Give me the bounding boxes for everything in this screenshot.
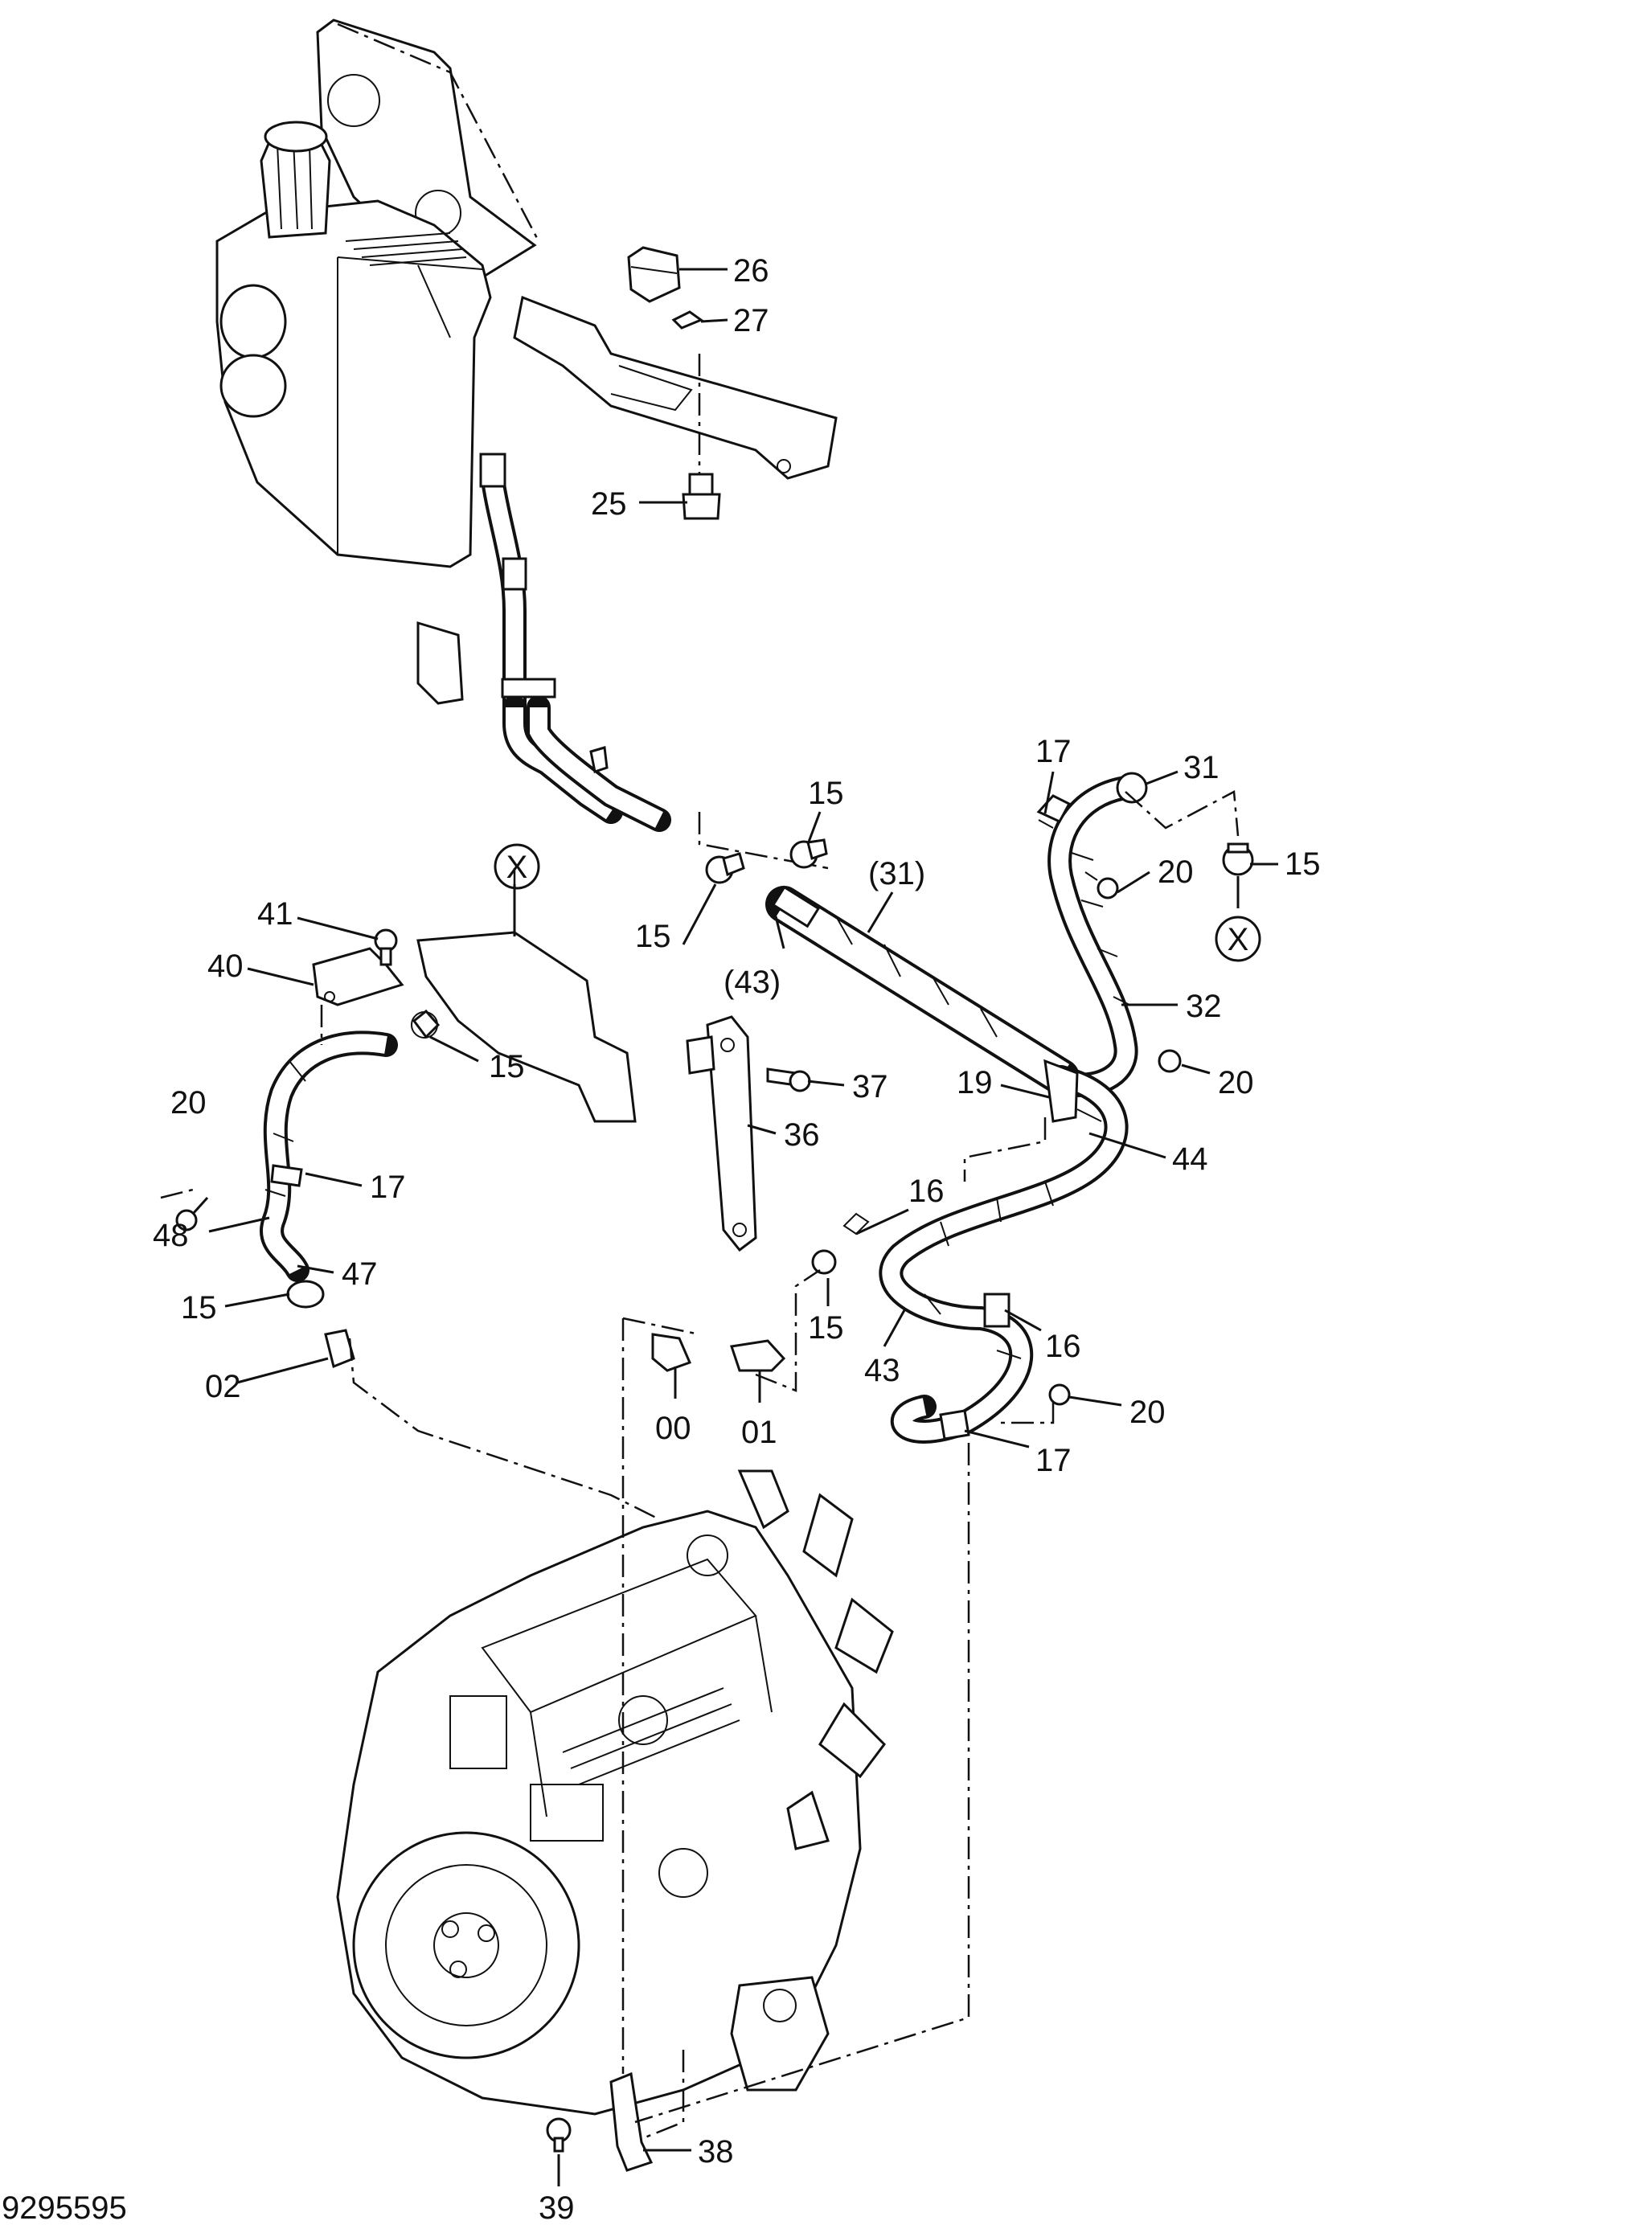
hose-clamp-15-upper-right [789, 838, 828, 869]
clamp-part-15-center [811, 1249, 837, 1275]
heater-bracket-plate [416, 868, 637, 1123]
callout-37: 37 [852, 1069, 888, 1104]
callout-15-upper: 15 [808, 776, 844, 811]
callout-36: 36 [784, 1117, 820, 1153]
hose-left-17-48 [260, 1031, 398, 1282]
callout-17-top: 17 [1035, 734, 1072, 769]
clamp-part-15-lower-left [286, 1280, 325, 1309]
callout-26: 26 [733, 253, 769, 289]
callout-31: 31 [1183, 750, 1220, 785]
overflow-pipes [416, 621, 829, 870]
reference-mark-x-top: X [494, 843, 540, 890]
callout-20-mid: 20 [1218, 1065, 1254, 1100]
bolt-part-39 [546, 2117, 572, 2153]
coolant-tank-assembly [215, 18, 540, 719]
callout-25: 25 [591, 486, 627, 522]
callout-15-right: 15 [1285, 846, 1321, 882]
clip-part-27 [671, 310, 704, 330]
callout-38: 38 [698, 2134, 734, 2170]
svg-text:X: X [506, 850, 528, 885]
callout-19: 19 [957, 1065, 993, 1100]
hose-clamp-15-upper-left [705, 852, 745, 884]
hose-part-32 [1047, 772, 1148, 1097]
leader-lines [191, 268, 1278, 2186]
fitting-part-02 [324, 1329, 355, 1369]
callout-40: 40 [207, 949, 244, 984]
callout-32: 32 [1186, 989, 1222, 1024]
callout-16-top: 16 [908, 1174, 945, 1209]
fitting-part-01 [730, 1339, 786, 1372]
callout-15-mid: 15 [635, 919, 671, 954]
callout-20-top: 20 [1158, 854, 1194, 890]
callout-17-left: 17 [370, 1170, 406, 1205]
bolt-part-20-top [1084, 871, 1119, 899]
callout-15-center: 15 [808, 1310, 844, 1346]
assembly-dash-lines [160, 790, 1240, 2140]
reference-mark-x-right: X [1215, 916, 1261, 962]
bolt-part-41 [374, 928, 398, 966]
hose-assembly-31-43 [765, 885, 1080, 1096]
fitting-part-00 [651, 1333, 692, 1372]
hose-part-44-43 [842, 1059, 1129, 1444]
switch-bracket [513, 295, 838, 482]
switch-part-26 [627, 246, 681, 303]
bolt-part-20-mid [1158, 1049, 1182, 1073]
bolt-part-37 [766, 1067, 811, 1092]
callout-20-left: 20 [170, 1085, 207, 1121]
callout-39: 39 [539, 2190, 575, 2226]
callout-01: 01 [741, 1415, 777, 1450]
bracket-part-38 [609, 2071, 654, 2172]
callout-43-paren: (43) [724, 965, 781, 1000]
bolt-part-20-left [175, 1209, 198, 1231]
callout-41: 41 [257, 896, 293, 932]
callout-48: 48 [153, 1218, 189, 1253]
callout-31-paren: (31) [868, 856, 925, 891]
drawing-number: 9295595 [2, 2190, 127, 2226]
callout-17-lower: 17 [1035, 1443, 1072, 1478]
engine-assembly [336, 1469, 894, 2116]
hose-clamp-15-left [411, 1009, 441, 1039]
clamp-part-15-right [1222, 842, 1254, 876]
callout-44: 44 [1172, 1141, 1208, 1177]
callout-20-lower: 20 [1129, 1395, 1166, 1430]
callout-15-left: 15 [489, 1049, 525, 1084]
callout-43: 43 [864, 1353, 900, 1388]
callout-15-lowleft: 15 [181, 1290, 217, 1326]
callout-00: 00 [655, 1411, 691, 1446]
bolt-part-20-lower [1048, 1383, 1071, 1406]
callout-labels: 26 27 25 17 31 15 15 (31) 20 41 15 40 (4… [153, 253, 1321, 2226]
callout-27: 27 [733, 303, 769, 338]
callout-02: 02 [205, 1369, 241, 1404]
callout-16-right: 16 [1045, 1329, 1081, 1364]
callout-47: 47 [342, 1256, 378, 1292]
svg-text:X: X [1228, 922, 1249, 957]
sensor-part-25 [682, 473, 721, 520]
bracket-part-36 [686, 1015, 757, 1252]
